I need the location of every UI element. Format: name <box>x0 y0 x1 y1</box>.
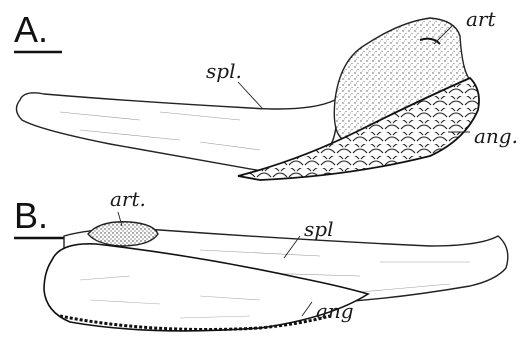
panel-b-art-label: art. <box>110 187 146 211</box>
panel-a-label: A. <box>14 9 48 50</box>
panel-a-spl-label: spl. <box>206 59 242 83</box>
panel-a-ang-label: ang. <box>474 124 518 148</box>
panel-b: B. art. spl ang <box>14 187 508 331</box>
panel-b-label: B. <box>14 195 48 236</box>
panel-b-ang-label: ang <box>316 299 354 323</box>
panel-a-art-label: art <box>466 7 496 31</box>
panel-a-spl-leader <box>238 82 262 108</box>
panel-a: A. spl. art ang. <box>14 7 518 180</box>
panel-b-spl-label: spl <box>304 217 333 241</box>
